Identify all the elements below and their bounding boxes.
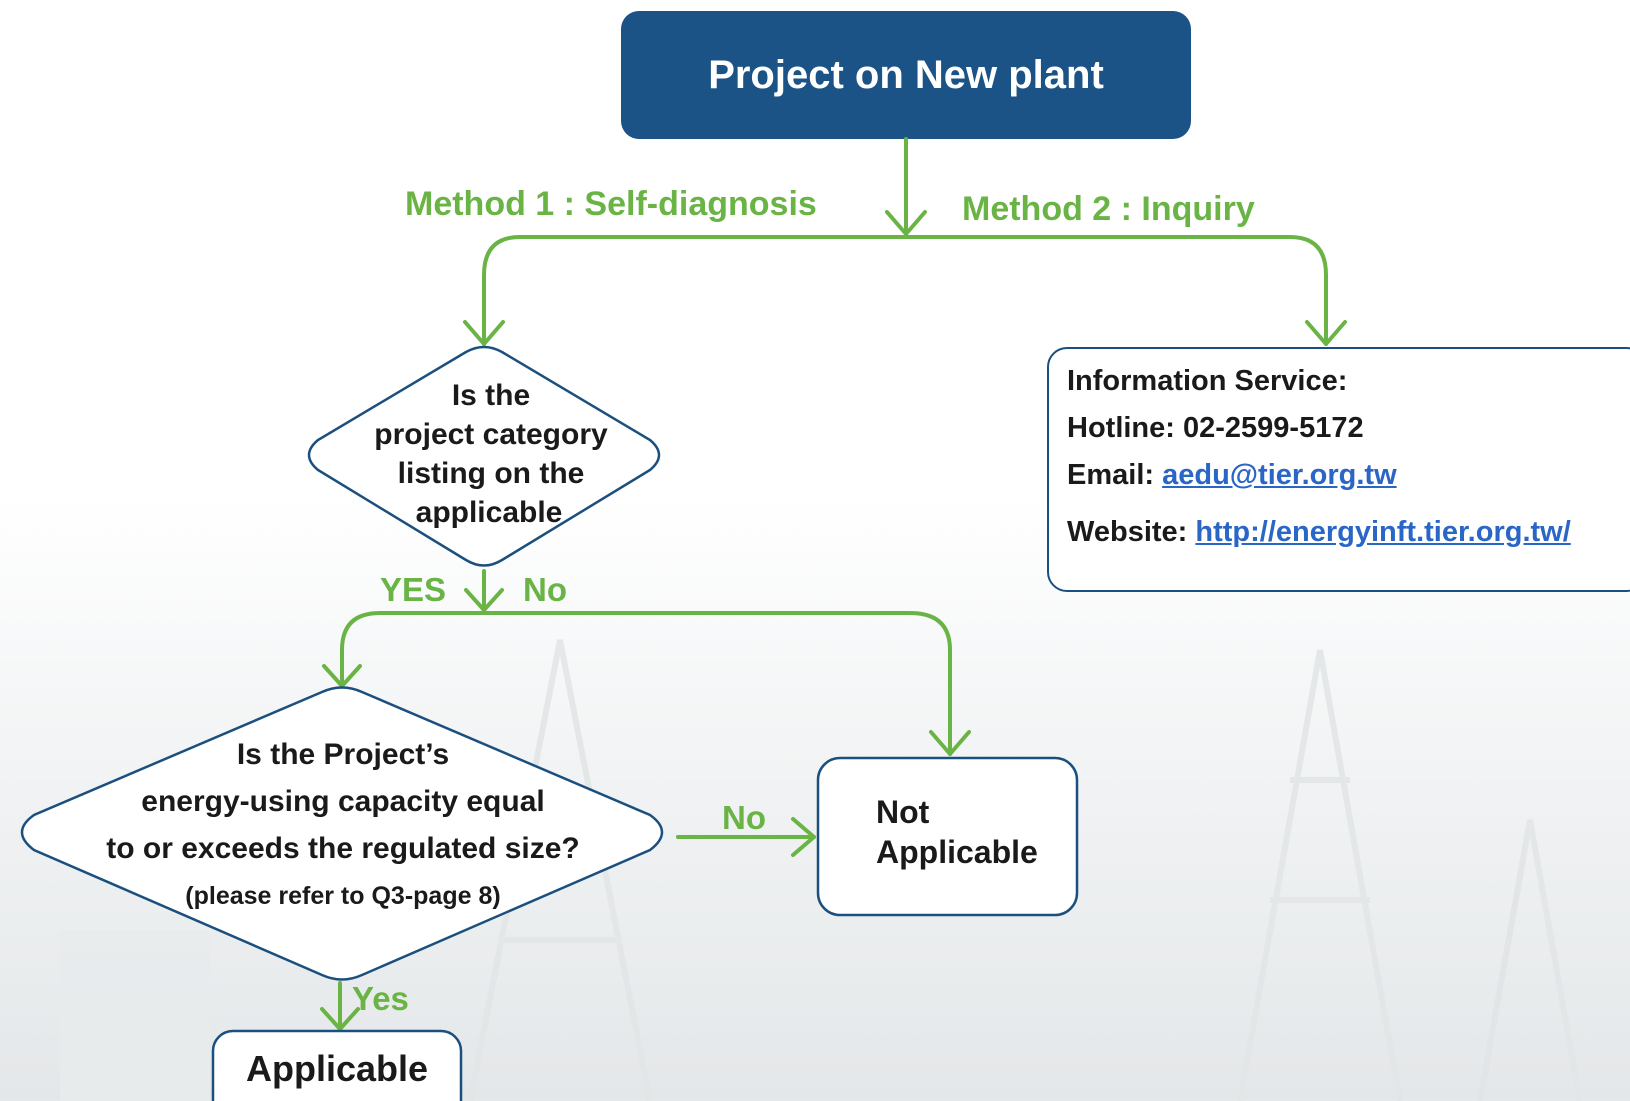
connector-yes-branch bbox=[340, 611, 486, 688]
arrowhead-info bbox=[1305, 320, 1347, 346]
arrowhead-d1 bbox=[463, 320, 505, 346]
decision2-yes-label: Yes bbox=[352, 980, 409, 1017]
arrowhead-not-applicable bbox=[929, 730, 971, 756]
connector-split-right bbox=[904, 235, 1328, 346]
connector-split-left bbox=[482, 235, 908, 346]
connector-no-branch bbox=[482, 611, 952, 756]
method1-label: Method 1 : Self-diagnosis bbox=[405, 185, 817, 223]
decision1-yes-label: YES bbox=[380, 571, 446, 608]
decision2-diamond bbox=[20, 686, 664, 981]
connectors bbox=[320, 137, 1347, 1031]
decision1-line3: listing on the bbox=[398, 457, 585, 490]
website-link[interactable]: http://energyinft.tier.org.tw/ bbox=[1195, 516, 1571, 548]
decision2-line2: energy-using capacity equal bbox=[141, 785, 544, 818]
website-label: Website: bbox=[1067, 516, 1188, 548]
arrowhead-title bbox=[885, 210, 927, 236]
method2-label: Method 2 : Inquiry bbox=[962, 190, 1255, 228]
info-heading: Information Service: bbox=[1067, 365, 1348, 397]
applicable-box bbox=[211, 1029, 463, 1101]
start-box bbox=[621, 11, 1191, 139]
decision2-line1: Is the Project’s bbox=[237, 738, 449, 771]
hotline-label: Hotline: bbox=[1067, 412, 1175, 444]
decision1-line4: applicable bbox=[416, 496, 563, 529]
not-applicable-line2: Applicable bbox=[876, 834, 1038, 870]
decision1-line1: Is the bbox=[452, 379, 530, 412]
info-hotline-row: Hotline: 02-2599-5172 bbox=[1067, 414, 1627, 461]
background-towers bbox=[60, 639, 1583, 1101]
decision2-note: (please refer to Q3-page 8) bbox=[185, 882, 500, 910]
information-service-box: Information Service: Hotline: 02-2599-51… bbox=[1047, 347, 1630, 592]
not-applicable-line1: Not bbox=[876, 794, 930, 830]
arrowhead-applicable bbox=[320, 1007, 360, 1031]
decision2-line3: to or exceeds the regulated size? bbox=[106, 832, 579, 865]
info-website-row: Website: http://energyinft.tier.org.tw/ bbox=[1067, 518, 1627, 565]
decision1-line2: project category bbox=[374, 418, 608, 451]
decision2-no-label: No bbox=[722, 799, 766, 836]
start-title: Project on New plant bbox=[708, 53, 1104, 97]
info-email-row: Email: aedu@tier.org.tw bbox=[1067, 461, 1627, 508]
decision1-diamond bbox=[307, 345, 661, 567]
hotline-number: 02-2599-5172 bbox=[1183, 412, 1364, 444]
arrowhead-d2-no bbox=[791, 817, 816, 857]
decision1-no-label: No bbox=[523, 571, 567, 608]
applicable-label: Applicable bbox=[246, 1048, 428, 1089]
arrowhead-d2 bbox=[322, 664, 362, 688]
not-applicable-box bbox=[816, 756, 1079, 917]
arrowhead-d1-down bbox=[464, 588, 504, 612]
email-label: Email: bbox=[1067, 459, 1155, 491]
email-link[interactable]: aedu@tier.org.tw bbox=[1162, 459, 1397, 491]
